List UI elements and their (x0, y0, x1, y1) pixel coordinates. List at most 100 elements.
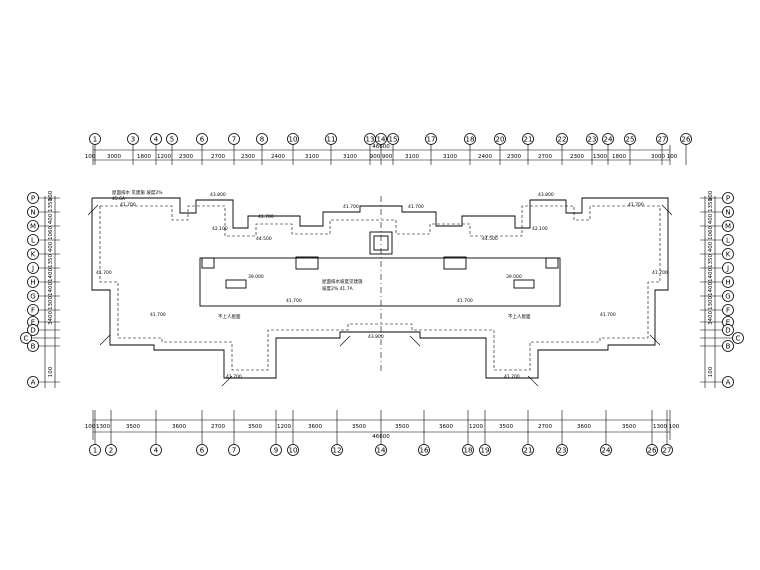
left-dim-value: 1300 (48, 296, 54, 310)
svg-text:18: 18 (464, 447, 473, 455)
axis-bubble-left: K (27, 248, 39, 260)
svg-text:C: C (24, 335, 29, 343)
axis-bubble-top: 3 (127, 133, 139, 145)
axis-bubble-bottom: 19 (479, 444, 491, 456)
svg-text:20: 20 (496, 136, 505, 144)
axis-bubble-top: 1 (89, 133, 101, 145)
right-dim-value: 1350 (708, 198, 714, 212)
svg-text:4: 4 (154, 447, 159, 455)
axis-bubble-left: L (27, 234, 39, 246)
svg-text:L: L (726, 237, 730, 245)
svg-text:C: C (736, 335, 741, 343)
axis-bubble-top: 25 (624, 133, 636, 145)
svg-text:H: H (30, 279, 35, 287)
right-dim-value: 1350 (708, 254, 714, 268)
elev-14: 39.000 (248, 274, 264, 280)
left-dim-value: 1350 (48, 254, 54, 268)
svg-text:1: 1 (93, 136, 97, 144)
svg-text:18: 18 (466, 136, 475, 144)
elev-10: 41.700 (150, 312, 166, 318)
svg-text:10: 10 (289, 136, 298, 144)
axis-bubble-bottom: 16 (418, 444, 430, 456)
svg-text:21: 21 (524, 136, 533, 144)
bottom-dim-value: 3500 (248, 424, 262, 430)
svg-text:27: 27 (663, 447, 672, 455)
top-dim-value: 100 (85, 154, 96, 160)
axis-bubble-left: P (27, 192, 39, 204)
svg-text:D: D (30, 327, 35, 335)
svg-text:19: 19 (481, 447, 490, 455)
svg-text:J: J (726, 265, 729, 273)
axis-bubble-right: D (722, 324, 734, 336)
svg-text:15: 15 (389, 136, 398, 144)
top-dim-value: 3100 (305, 154, 319, 160)
svg-text:21: 21 (524, 447, 533, 455)
elev-21: 41.700 (504, 374, 520, 380)
axis-bubble-top: 23 (586, 133, 598, 145)
axis-bubble-left: J (27, 262, 39, 274)
svg-text:K: K (31, 251, 36, 259)
axis-bubble-top: 15 (387, 133, 399, 145)
axis-bubble-left: G (27, 290, 39, 302)
top-dim-value: 2300 (570, 154, 584, 160)
axis-bubble-left: A (27, 376, 39, 388)
axis-bubble-top: 20 (494, 133, 506, 145)
svg-text:2: 2 (109, 447, 113, 455)
axis-bubble-bottom: 23 (556, 444, 568, 456)
bottom-dim-value: 3600 (439, 424, 453, 430)
axis-bubble-top: 14 (375, 133, 387, 145)
svg-text:M: M (30, 223, 36, 231)
left-dim-value: 1400 (48, 268, 54, 282)
elev-2: 43.800 (210, 192, 226, 198)
axis-bubble-left: H (27, 276, 39, 288)
elev-8: 41.700 (96, 270, 112, 276)
top-dim-value: 3100 (443, 154, 457, 160)
svg-text:26: 26 (682, 136, 691, 144)
right-dim-value: 1300 (708, 296, 714, 310)
axis-bubble-top: 24 (602, 133, 614, 145)
top-dim-value: 1300 (593, 154, 607, 160)
svg-text:F: F (31, 307, 35, 315)
elev-16: 42.100 (212, 226, 228, 232)
bottom-dim-value: 1200 (277, 424, 291, 430)
axis-bubble-right: M (722, 220, 734, 232)
svg-text:A: A (726, 379, 731, 387)
axis-bubble-right: P (722, 192, 734, 204)
right-dim-value: 100 (708, 366, 714, 377)
svg-text:P: P (31, 195, 35, 203)
svg-text:7: 7 (232, 136, 236, 144)
left-dim-value: 400 (48, 213, 54, 224)
top-dim-value: 2400 (478, 154, 492, 160)
left-dim-value: 400 (48, 241, 54, 252)
axis-bubble-top: 27 (656, 133, 668, 145)
svg-text:24: 24 (604, 136, 613, 144)
left-dimension-chain (44, 196, 56, 388)
left-dim-value: 1400 (48, 282, 54, 296)
bottom-dim-value: 2700 (211, 424, 225, 430)
axis-bubble-bottom: 2 (105, 444, 117, 456)
right-dimension-chain (704, 196, 716, 388)
axis-bubble-top: 13 (364, 133, 376, 145)
svg-text:9: 9 (274, 447, 278, 455)
bottom-dim-value: 3500 (395, 424, 409, 430)
svg-text:26: 26 (648, 447, 657, 455)
top-dim-value: 1800 (612, 154, 626, 160)
top-dim-value: 2700 (211, 154, 225, 160)
elev-19: 44.500 (482, 236, 498, 242)
axis-bubble-right: F (722, 304, 734, 316)
axis-bubble-right: L (722, 234, 734, 246)
axis-bubble-bottom: 27 (661, 444, 673, 456)
svg-text:3: 3 (131, 136, 135, 144)
left-dim-value: 100 (48, 366, 54, 377)
right-dim-value: 1400 (708, 268, 714, 282)
axis-bubble-top: 17 (425, 133, 437, 145)
axis-bubble-left: B (27, 340, 39, 352)
elev-9: 41.700 (652, 270, 668, 276)
axis-bubble-bottom: 14 (375, 444, 387, 456)
right-dim-value: 1060 (708, 226, 714, 240)
svg-text:5: 5 (170, 136, 174, 144)
svg-text:13: 13 (366, 136, 375, 144)
